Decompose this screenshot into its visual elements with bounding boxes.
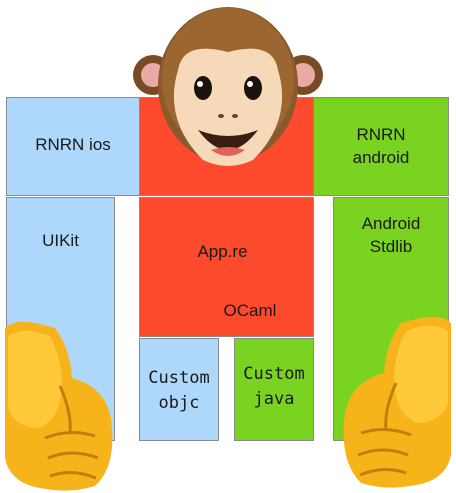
rnrn-ios-block: [6, 97, 140, 196]
custom-java-label-line1: Custom: [243, 364, 305, 384]
android-stdlib-label-line2: Stdlib: [369, 237, 413, 256]
custom-objc-block: [139, 338, 219, 441]
monkey-face-icon: [133, 7, 323, 166]
custom-objc-label-line1: Custom: [148, 368, 210, 388]
custom-java-label-line2: java: [253, 389, 295, 409]
rnrn-ios-label: RNRN ios: [35, 135, 111, 154]
rnrn-android-label-line2: android: [352, 148, 410, 167]
app-re-label: App.re: [197, 242, 248, 261]
right-fist-icon: [343, 316, 451, 488]
ocaml-label: OCaml: [223, 301, 277, 320]
uikit-label: UIKit: [42, 231, 79, 250]
left-fist-icon: [5, 321, 113, 491]
rnrn-android-label-line1: RNRN: [356, 125, 406, 144]
android-stdlib-label-line1: Android: [361, 214, 421, 233]
custom-java-block: [234, 338, 314, 441]
rnrn-android-block: [313, 97, 449, 196]
app-re-block: [139, 197, 314, 337]
custom-objc-label-line2: objc: [158, 393, 200, 413]
